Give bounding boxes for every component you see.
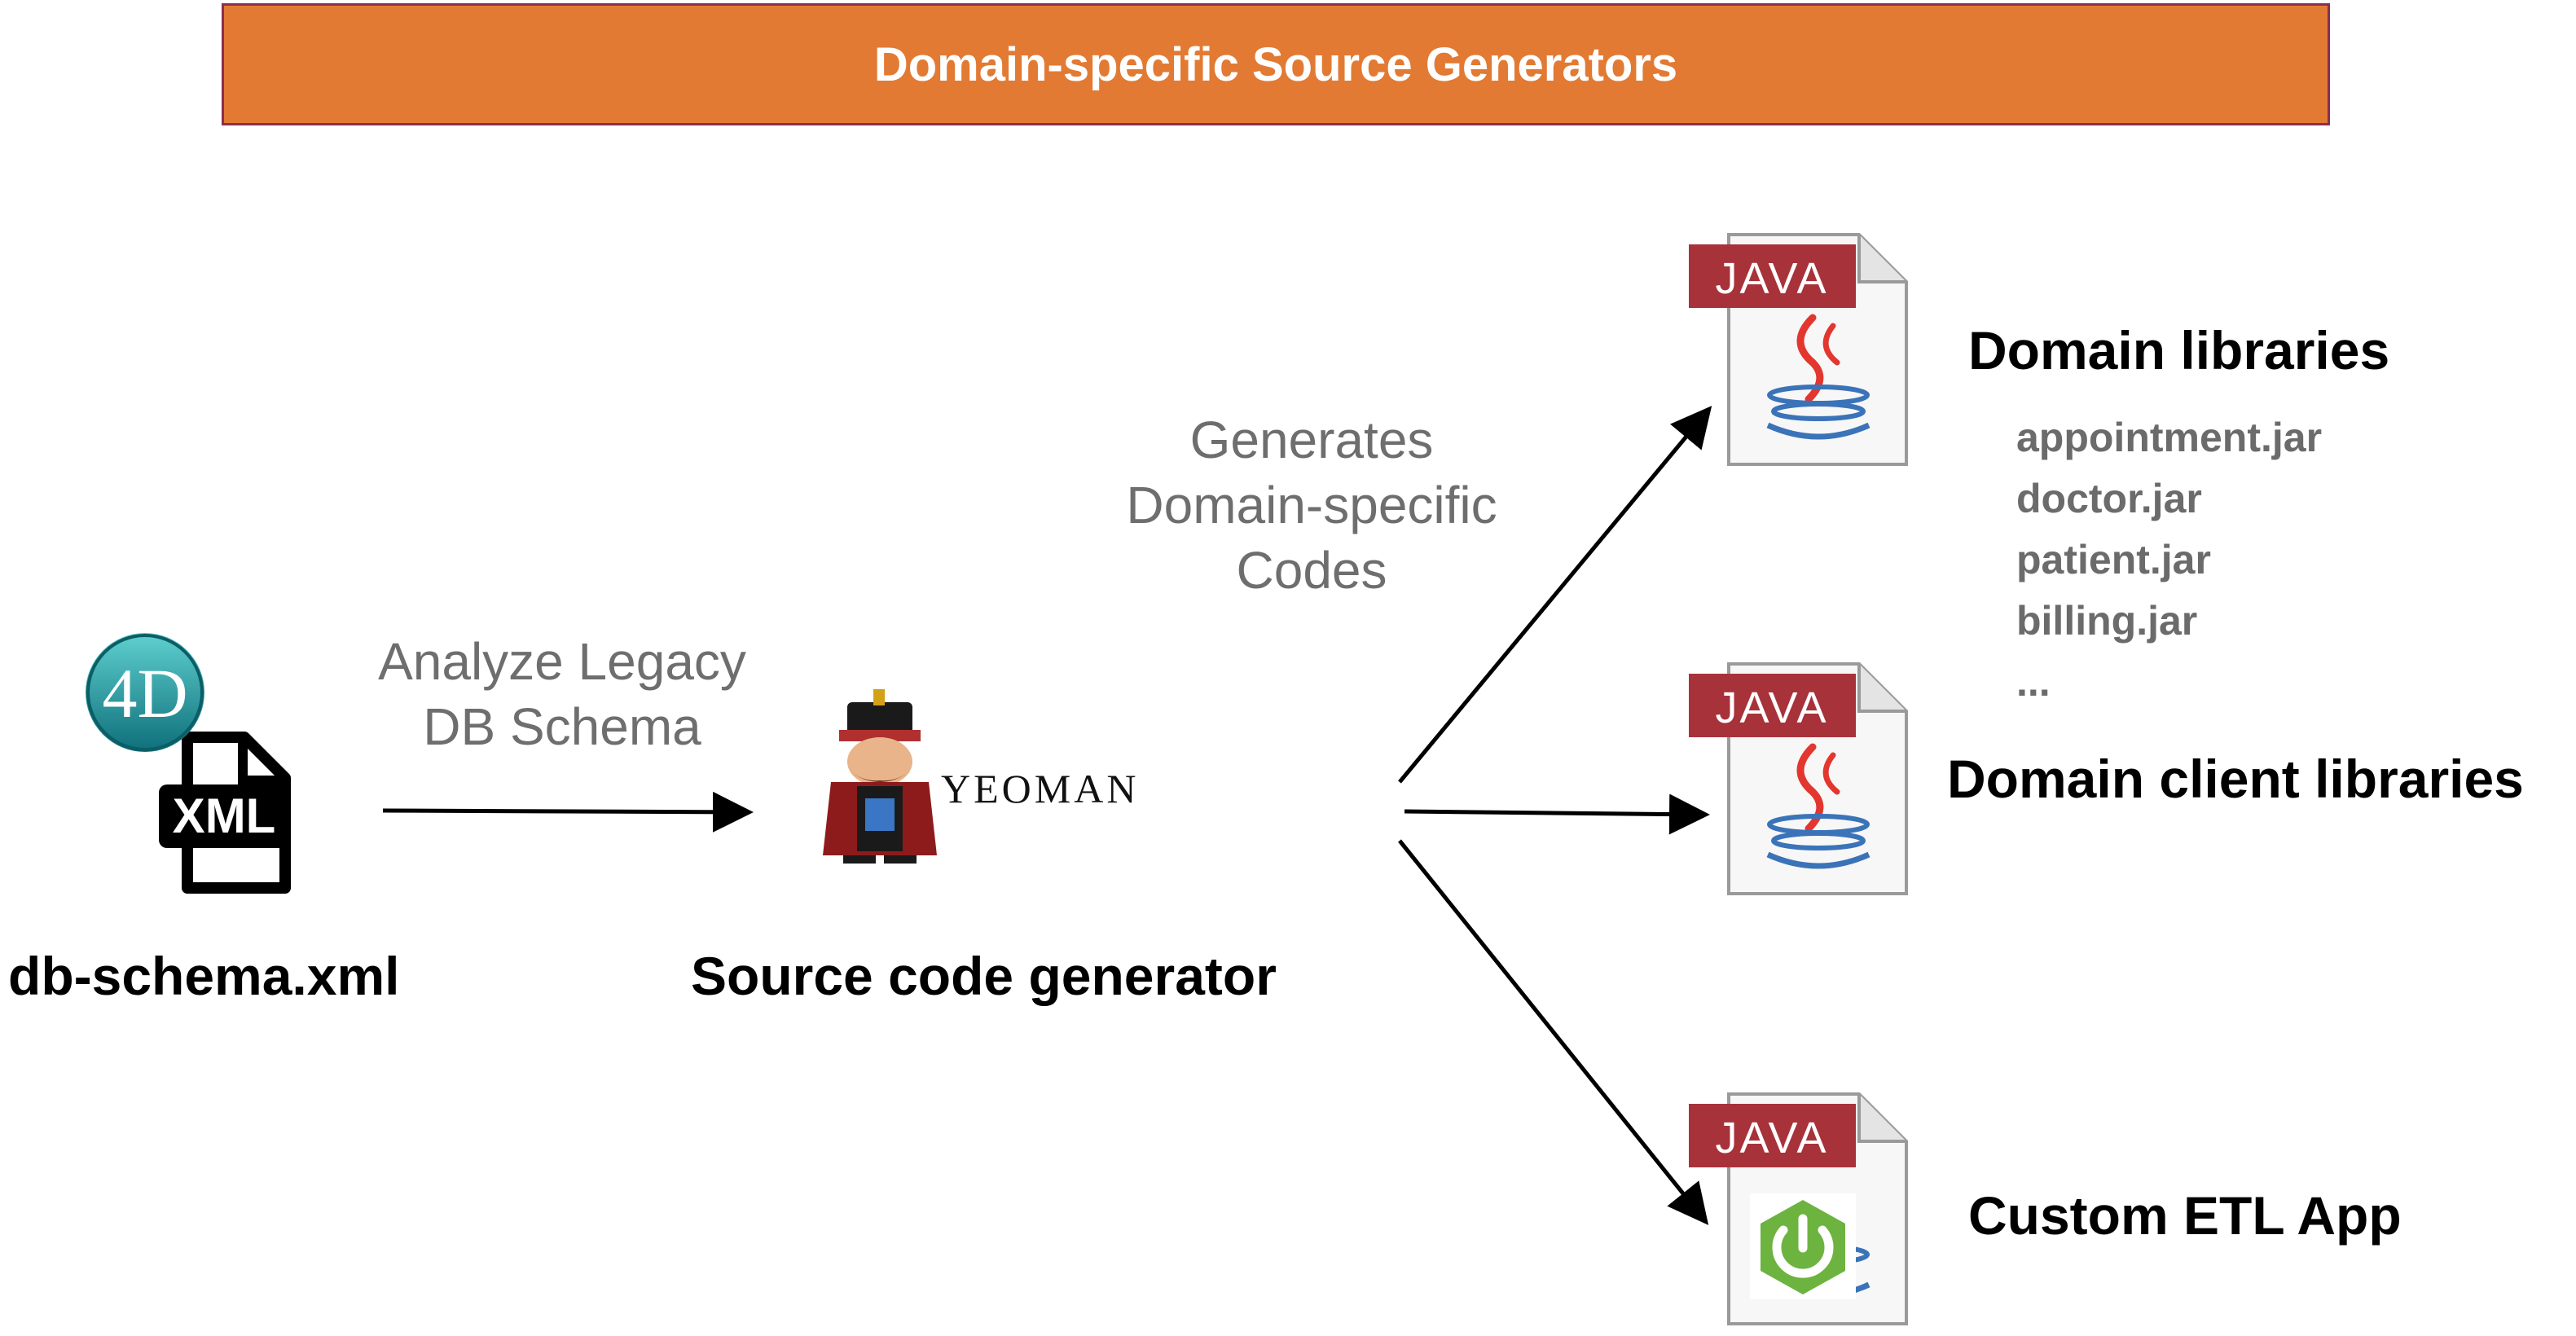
generator-caption: Source code generator (691, 946, 1277, 1006)
java-file-icon-client: JAVA (1689, 662, 1908, 895)
input-caption: db-schema.xml (8, 946, 400, 1006)
banner-title: Domain-specific Source Generators (873, 37, 1678, 91)
java-badge-1: JAVA (1715, 254, 1828, 303)
yeoman-mascot-icon (823, 689, 937, 864)
generates-label-line1: Generates (1189, 411, 1434, 469)
jar-item: appointment.jar (2016, 415, 2323, 460)
xml-badge-text: XML (173, 789, 276, 843)
arrow-to-etl-app (1398, 839, 1709, 1225)
4d-logo-text: 4D (102, 654, 187, 732)
yeoman-logo-text: YEOMAN (941, 766, 1139, 811)
spring-power-icon (1750, 1193, 1856, 1299)
client-libraries-title: Domain client libraries (1947, 749, 2524, 809)
arrow-analyze (382, 791, 754, 833)
analyze-label-line1: Analyze Legacy (378, 632, 746, 691)
jar-item: billing.jar (2016, 598, 2198, 644)
jar-item: doctor.jar (2016, 476, 2202, 521)
title-banner: Domain-specific Source Generators (222, 3, 2330, 125)
jar-item-ellipsis: ... (2016, 659, 2051, 705)
java-badge-2: JAVA (1715, 683, 1828, 732)
generates-label-line2: Domain-specific (1126, 476, 1497, 534)
analyze-label: Analyze Legacy DB Schema (367, 629, 758, 759)
etl-app-title: Custom ETL App (1968, 1185, 2402, 1246)
java-badge-3: JAVA (1715, 1114, 1828, 1162)
java-file-icon-domain: JAVA (1689, 233, 1908, 466)
domain-libraries-title: Domain libraries (1968, 320, 2390, 380)
arrow-to-client-libraries (1404, 793, 1710, 835)
jar-item: patient.jar (2016, 537, 2211, 582)
arrow-to-domain-libraries (1398, 406, 1712, 784)
analyze-label-line2: DB Schema (423, 697, 701, 756)
generates-label-line3: Codes (1236, 541, 1387, 600)
4d-logo-icon: 4D (86, 633, 204, 752)
generates-label: Generates Domain-specific Codes (1092, 407, 1532, 603)
xml-file-icon: XML (159, 732, 291, 894)
jar-list: appointment.jar doctor.jar patient.jar b… (2016, 407, 2322, 713)
